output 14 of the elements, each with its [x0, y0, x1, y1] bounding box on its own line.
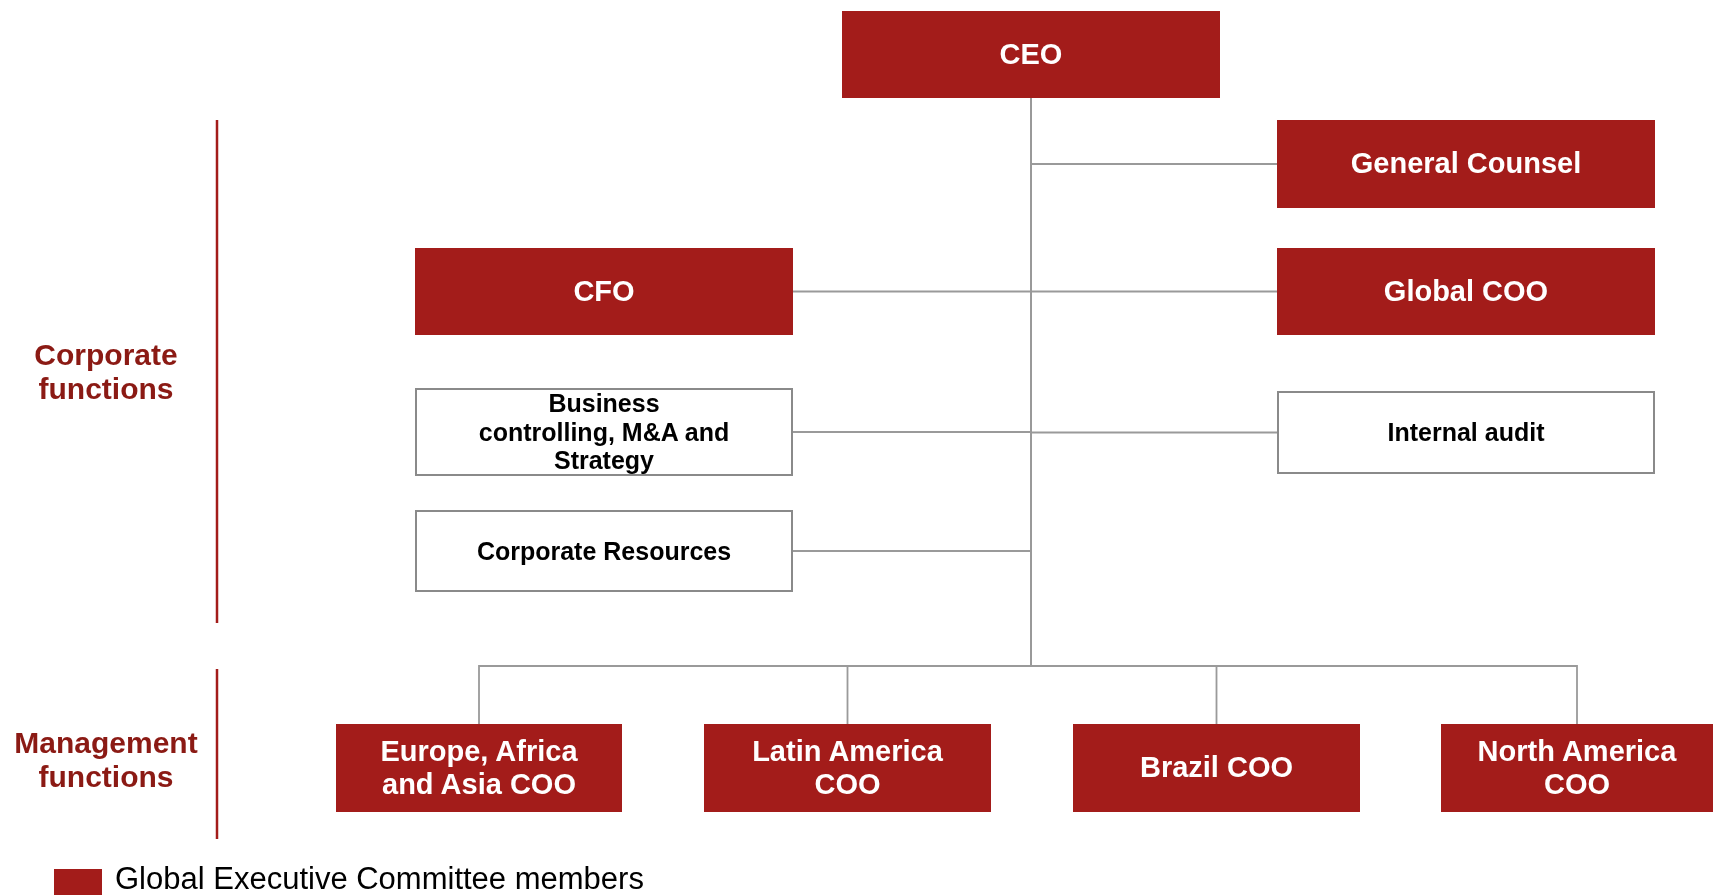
org-box: Business controlling, M&A and Strategy — [415, 388, 793, 476]
org-box: Internal audit — [1277, 391, 1655, 474]
org-box: CEO — [842, 11, 1220, 98]
legend-text: Global Executive Committee members — [115, 863, 644, 894]
org-box: Latin America COO — [704, 724, 991, 812]
org-box: Corporate Resources — [415, 510, 793, 592]
section-label: Management functions — [13, 726, 199, 794]
org-box: North America COO — [1441, 724, 1713, 812]
org-box: Global COO — [1277, 248, 1655, 335]
section-label: Corporate functions — [33, 338, 179, 406]
org-box: CFO — [415, 248, 793, 335]
org-box: General Counsel — [1277, 120, 1655, 208]
org-box: Europe, Africa and Asia COO — [336, 724, 622, 812]
org-box: Brazil COO — [1073, 724, 1360, 812]
